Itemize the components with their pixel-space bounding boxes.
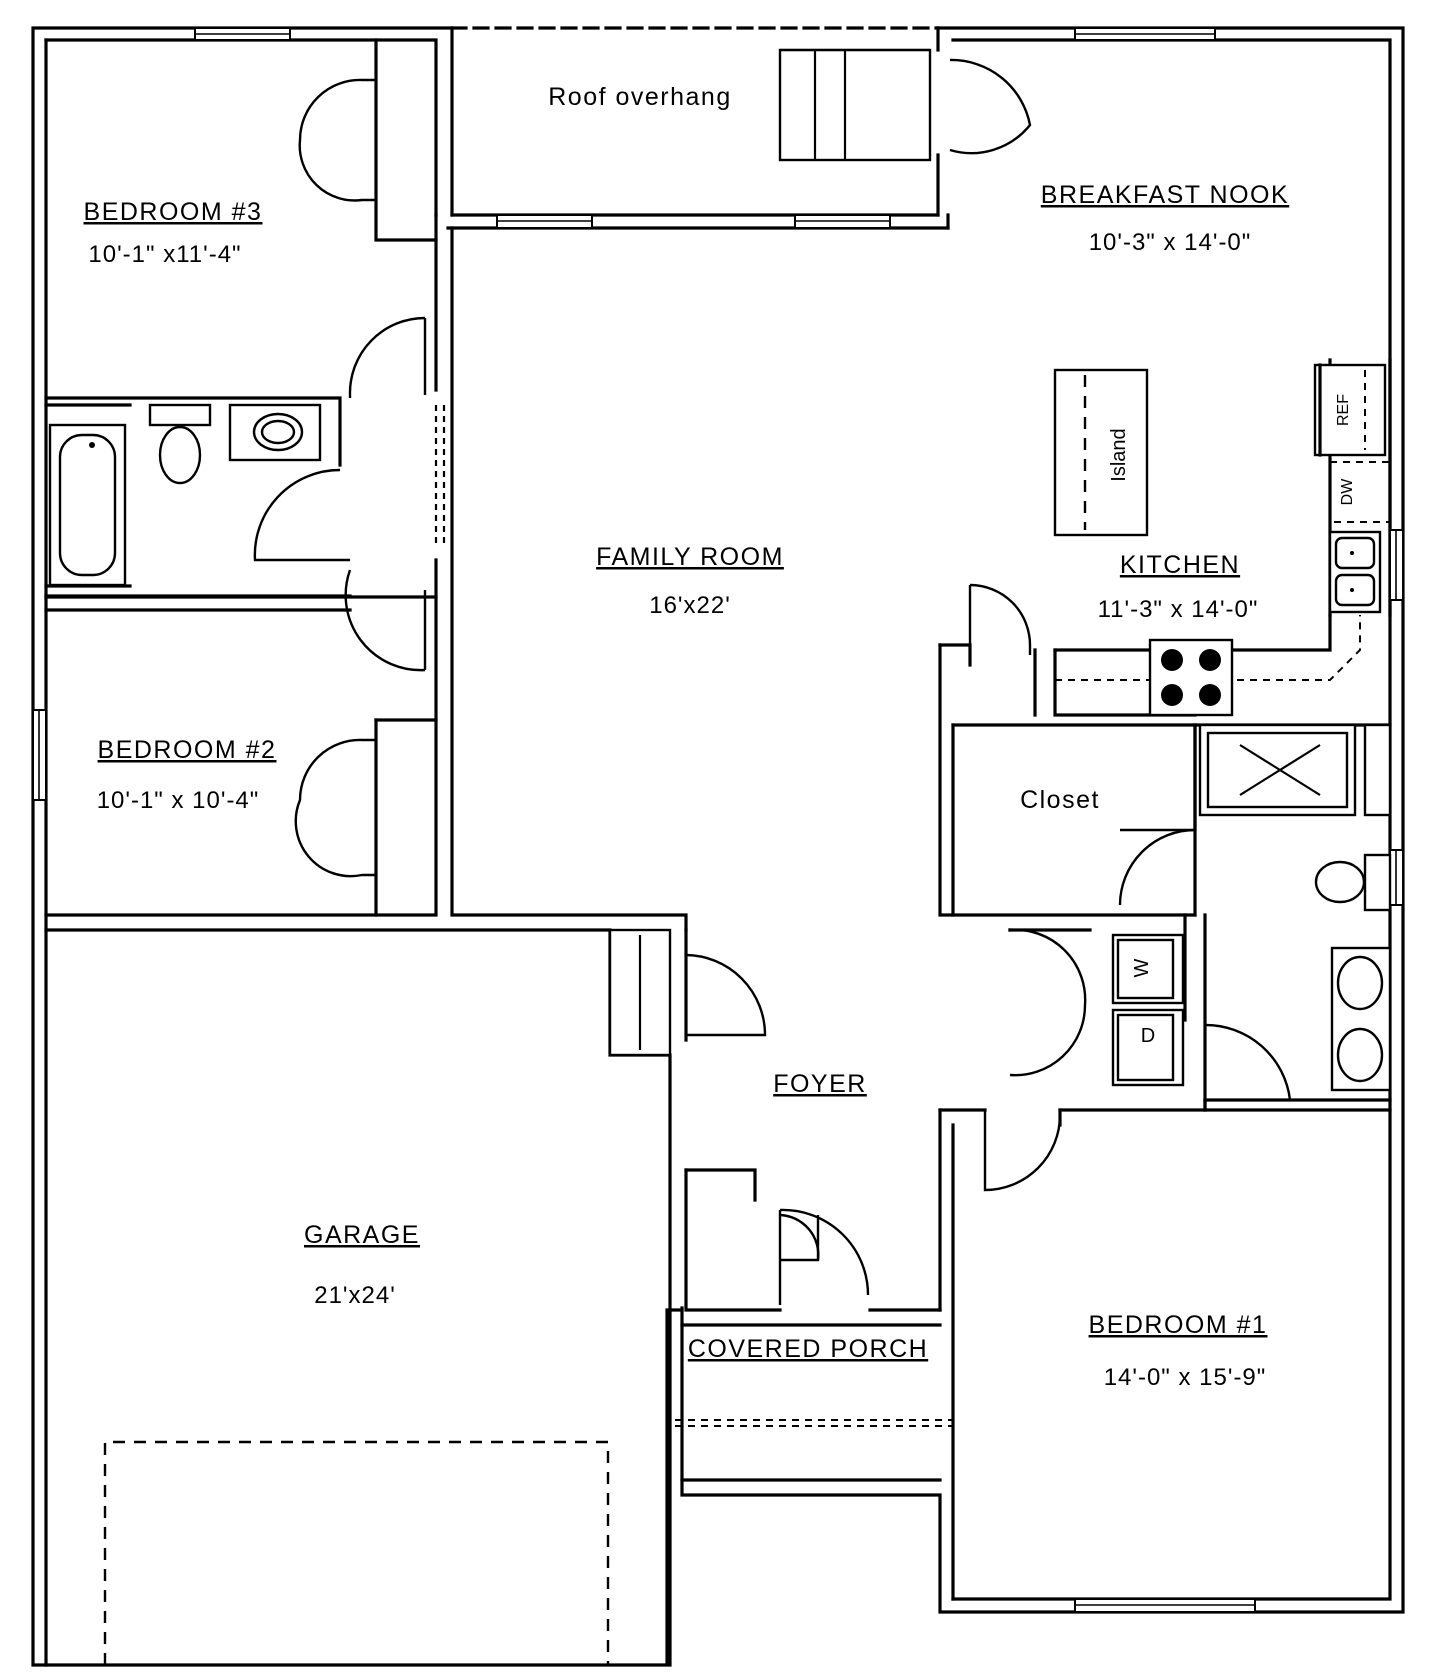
toilet-master <box>1314 860 1366 904</box>
washer-label: W <box>1131 958 1153 977</box>
stove <box>1148 638 1234 717</box>
refrigerator-label: REF <box>1335 394 1352 426</box>
roof-overhang-label: Roof overhang <box>548 83 732 111</box>
bedroom3-name: BEDROOM #3 <box>84 198 263 226</box>
master-sink-2 <box>1336 1027 1384 1083</box>
kitchen-island <box>1053 368 1149 537</box>
burner-icon <box>1199 684 1221 706</box>
dishwasher-label: DW <box>1339 478 1356 506</box>
bedroom1-name: BEDROOM #1 <box>1089 1311 1268 1339</box>
interior-walls <box>44 38 1392 1667</box>
covered-porch-name: COVERED PORCH <box>688 1335 928 1363</box>
garage-name: GARAGE <box>304 1221 420 1249</box>
bedroom1-size: 14'-0" x 15'-9" <box>1104 1364 1267 1391</box>
island-label: Island <box>1108 428 1130 481</box>
family-room-name: FAMILY ROOM <box>596 543 784 571</box>
garage-size: 21'x24' <box>314 1282 396 1309</box>
family-room-size: 16'x22' <box>649 592 731 619</box>
toilet <box>158 425 202 485</box>
refrigerator <box>1313 363 1387 457</box>
burner-icon <box>1161 649 1183 671</box>
master-sink-1 <box>1336 955 1384 1011</box>
foyer-name: FOYER <box>773 1070 867 1098</box>
toilet-tank <box>148 403 212 427</box>
toilet-tank-master <box>1363 853 1392 912</box>
steps <box>778 48 932 162</box>
burner-icon <box>1199 649 1221 671</box>
bedroom2-name: BEDROOM #2 <box>98 736 277 764</box>
burner-icon <box>1161 684 1183 706</box>
breakfast-nook-name: BREAKFAST NOOK <box>1041 181 1289 209</box>
dryer-label: D <box>1141 1025 1155 1047</box>
kitchen-size: 11'-3" x 14'-0" <box>1098 596 1259 623</box>
kitchen-name: KITCHEN <box>1120 551 1240 579</box>
bathtub-basin <box>58 433 117 577</box>
bedroom2-size: 10'-1" x 10'-4" <box>97 787 260 814</box>
bedroom3-size: 10'-1" x11'-4" <box>88 241 241 268</box>
closet-label: Closet <box>1020 786 1100 814</box>
breakfast-nook-size: 10'-3" x 14'-0" <box>1089 229 1252 256</box>
fixtures: Island REF DW <box>48 363 1392 1665</box>
windows <box>32 27 1404 1613</box>
doors <box>253 48 1292 1305</box>
dishwasher <box>1329 461 1391 523</box>
room-labels: BEDROOM #3 10'-1" x11'-4" Roof overhang … <box>84 83 1289 1391</box>
